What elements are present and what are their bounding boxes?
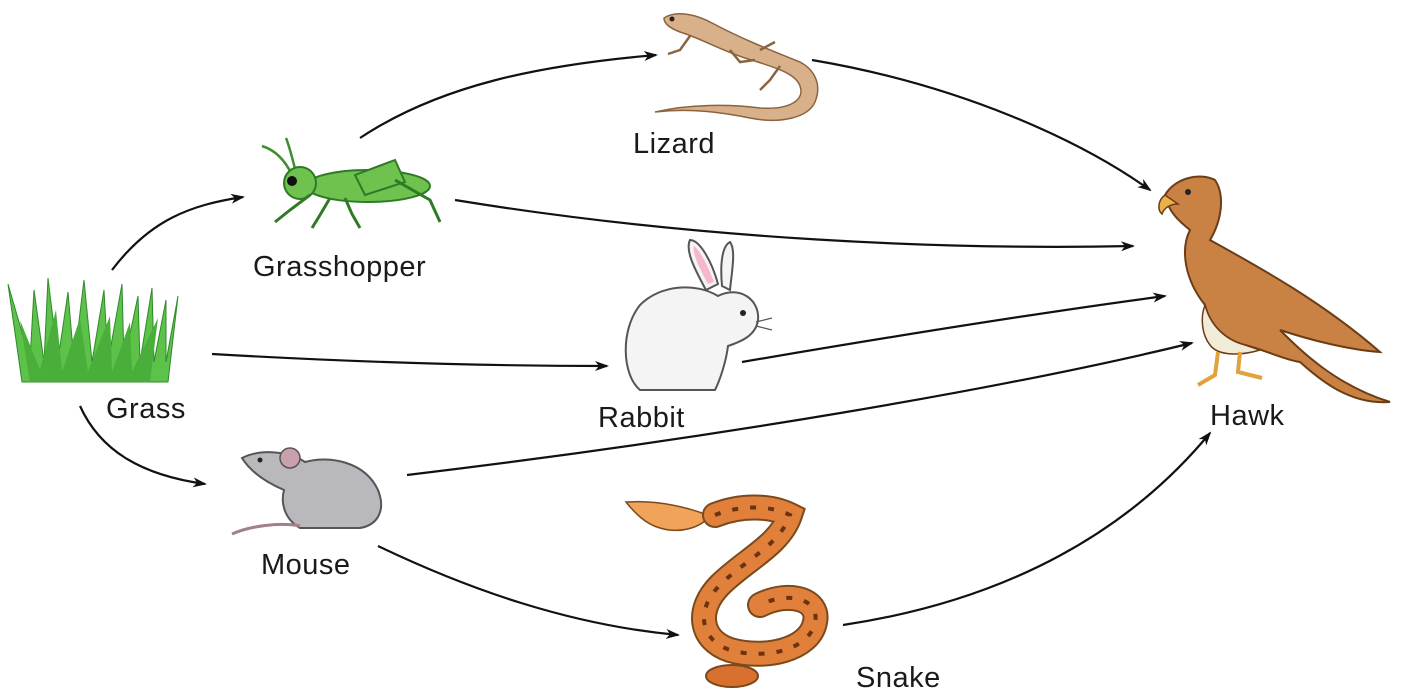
arrow-grasshopper-to-hawk <box>455 200 1133 247</box>
rabbit-icon <box>626 240 772 390</box>
arrow-grasshopper-to-lizard <box>360 55 656 138</box>
arrow-mouse-to-hawk <box>407 343 1192 475</box>
lizard-icon <box>655 14 818 121</box>
mouse-icon <box>232 448 381 534</box>
arrow-mouse-to-snake <box>378 546 678 635</box>
label-grass: Grass <box>106 393 186 425</box>
arrow-rabbit-to-hawk <box>742 296 1165 362</box>
snake-icon <box>626 502 816 687</box>
label-snake: Snake <box>856 662 941 694</box>
label-rabbit: Rabbit <box>598 402 685 434</box>
grasshopper-icon <box>262 138 440 228</box>
arrow-lizard-to-hawk <box>812 60 1150 190</box>
arrow-grass-to-rabbit <box>212 354 607 366</box>
label-hawk: Hawk <box>1210 400 1285 432</box>
hawk-icon <box>1159 176 1390 402</box>
grass-icon <box>8 278 178 382</box>
label-lizard: Lizard <box>633 128 715 160</box>
arrow-grass-to-grasshopper <box>112 197 243 270</box>
label-mouse: Mouse <box>261 549 351 581</box>
arrow-snake-to-hawk <box>843 433 1210 625</box>
label-grasshopper: Grasshopper <box>253 251 426 283</box>
